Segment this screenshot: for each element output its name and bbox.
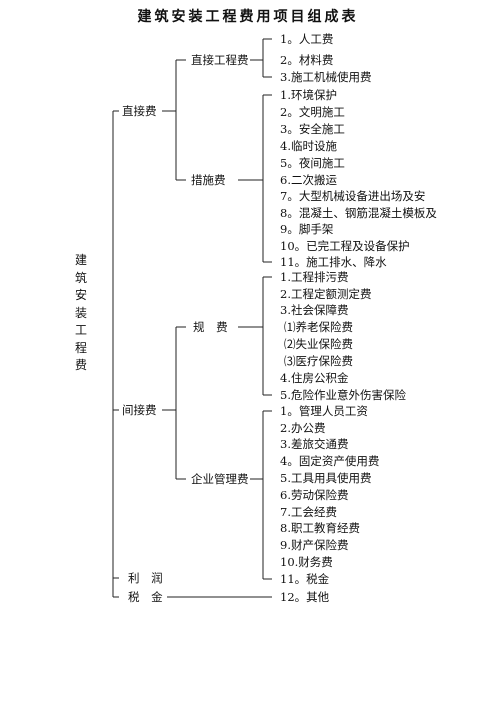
list-item: 4.临时设施 xyxy=(280,139,337,153)
list-item: 6.二次搬运 xyxy=(280,173,337,187)
list-item: 3.社会保障费 xyxy=(280,303,349,317)
list-item: 2.工程定额测定费 xyxy=(280,287,372,301)
list-item: ⑴养老保险费 xyxy=(284,320,353,334)
list-item: 3.施工机械使用费 xyxy=(280,70,372,84)
list-item: 11。税金 xyxy=(280,572,330,586)
list-item: 4。固定资产使用费 xyxy=(280,454,380,468)
list-item: 1。管理人员工资 xyxy=(280,404,368,418)
list-item: 7。大型机械设备进出场及安 xyxy=(280,189,426,203)
list-item: 3。安全施工 xyxy=(280,122,345,136)
management-fees-label: 企业管理费 xyxy=(191,472,249,486)
list-item: 5.工具用具使用费 xyxy=(280,471,372,485)
list-item: 2.办公费 xyxy=(280,421,326,435)
profit-label: 利 润 xyxy=(128,571,167,585)
list-item: 10。已完工程及设备保护 xyxy=(280,239,410,253)
statutory-fees-label: 规 费 xyxy=(193,320,232,334)
list-item: 10.财务费 xyxy=(280,555,333,569)
list-item: 2。文明施工 xyxy=(280,105,345,119)
list-item: 9。脚手架 xyxy=(280,222,334,236)
list-item: 8。混凝土、钢筋混凝土模板及 xyxy=(280,206,437,220)
list-item: 7.工会经费 xyxy=(280,505,337,519)
direct-cost-label: 直接费 xyxy=(122,104,157,118)
measures-label: 措施费 xyxy=(191,173,226,187)
list-item: 6.劳动保险费 xyxy=(280,488,349,502)
list-item: ⑶医疗保险费 xyxy=(284,354,353,368)
list-item: 2。材料费 xyxy=(280,53,334,67)
list-item: 5.危险作业意外伤害保险 xyxy=(280,388,406,402)
list-item: 1。人工费 xyxy=(280,32,334,46)
list-item: 1.环境保护 xyxy=(280,88,337,102)
indirect-cost-label: 间接费 xyxy=(122,403,157,417)
list-item: 3.差旅交通费 xyxy=(280,437,349,451)
root-node: 建筑安装工程费 xyxy=(74,253,87,372)
list-item: 9.财产保险费 xyxy=(280,538,349,552)
list-item: 8.职工教育经费 xyxy=(280,521,360,535)
list-item: 12。其他 xyxy=(280,590,330,604)
list-item: 11。施工排水、降水 xyxy=(280,255,387,269)
list-item: 4.住房公积金 xyxy=(280,371,349,385)
list-item: ⑵失业保险费 xyxy=(284,337,353,351)
list-item: 5。夜间施工 xyxy=(280,156,345,170)
tax-label: 税 金 xyxy=(128,590,167,604)
list-item: 1.工程排污费 xyxy=(280,270,349,284)
direct-engineering-label: 直接工程费 xyxy=(191,53,249,67)
document-title: 建筑安装工程费用项目组成表 xyxy=(137,9,359,25)
